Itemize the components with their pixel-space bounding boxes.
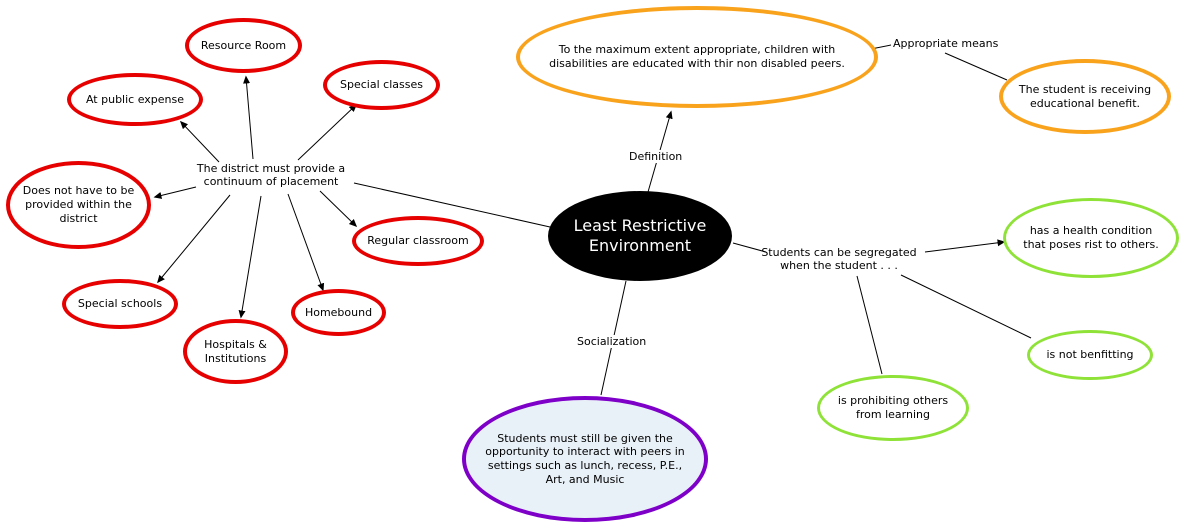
node-segregated-when[interactable]: Students can be segregated when the stud… xyxy=(761,246,917,273)
link-segregated-health-condition xyxy=(924,239,1006,253)
node-continuum-of-placement[interactable]: The district must provide a continuum of… xyxy=(196,162,346,189)
link-continuum-special-schools xyxy=(157,194,231,284)
node-prohibiting-others[interactable]: is prohibiting others from learning xyxy=(817,375,969,441)
link-continuum-hospitals xyxy=(238,195,262,319)
node-homebound[interactable]: Homebound xyxy=(291,289,386,336)
link-appropriate-means-benefit xyxy=(944,52,1008,81)
node-special-classes[interactable]: Special classes xyxy=(323,60,440,110)
link-center-continuum xyxy=(353,182,551,228)
link-continuum-public-expense xyxy=(179,120,220,163)
link-segregated-prohibiting xyxy=(856,275,883,375)
link-center-segregated xyxy=(732,242,767,253)
link-continuum-homebound xyxy=(287,193,325,292)
link-continuum-regular-classroom xyxy=(319,190,358,228)
node-at-public-expense[interactable]: At public expense xyxy=(67,73,203,126)
link-segregated-not-benefitting xyxy=(900,274,1032,339)
node-definition-statement[interactable]: To the maximum extent appropriate, child… xyxy=(516,6,878,108)
node-not-benefitting[interactable]: is not benfitting xyxy=(1027,330,1153,380)
node-health-condition[interactable]: has a health condition that poses rist t… xyxy=(1003,198,1179,278)
node-least-restrictive-environment[interactable]: Least Restrictive Environment xyxy=(548,191,732,281)
link-label-definition[interactable]: Definition xyxy=(629,150,683,163)
node-hospitals-institutions[interactable]: Hospitals & Institutions xyxy=(183,319,288,384)
node-socialization-statement[interactable]: Students must still be given the opportu… xyxy=(462,396,708,522)
node-special-schools[interactable]: Special schools xyxy=(62,279,178,329)
node-resource-room[interactable]: Resource Room xyxy=(185,18,302,73)
link-continuum-resource-room xyxy=(243,75,254,160)
node-not-within-district[interactable]: Does not have to be provided within the … xyxy=(6,161,151,249)
node-educational-benefit[interactable]: The student is receiving educational ben… xyxy=(999,59,1171,134)
link-continuum-not-within-district xyxy=(153,186,197,199)
node-regular-classroom[interactable]: Regular classroom xyxy=(352,216,484,266)
link-label-socialization[interactable]: Socialization xyxy=(577,335,647,348)
link-label-appropriate-means[interactable]: Appropriate means xyxy=(893,37,999,50)
link-continuum-special-classes xyxy=(297,103,358,161)
